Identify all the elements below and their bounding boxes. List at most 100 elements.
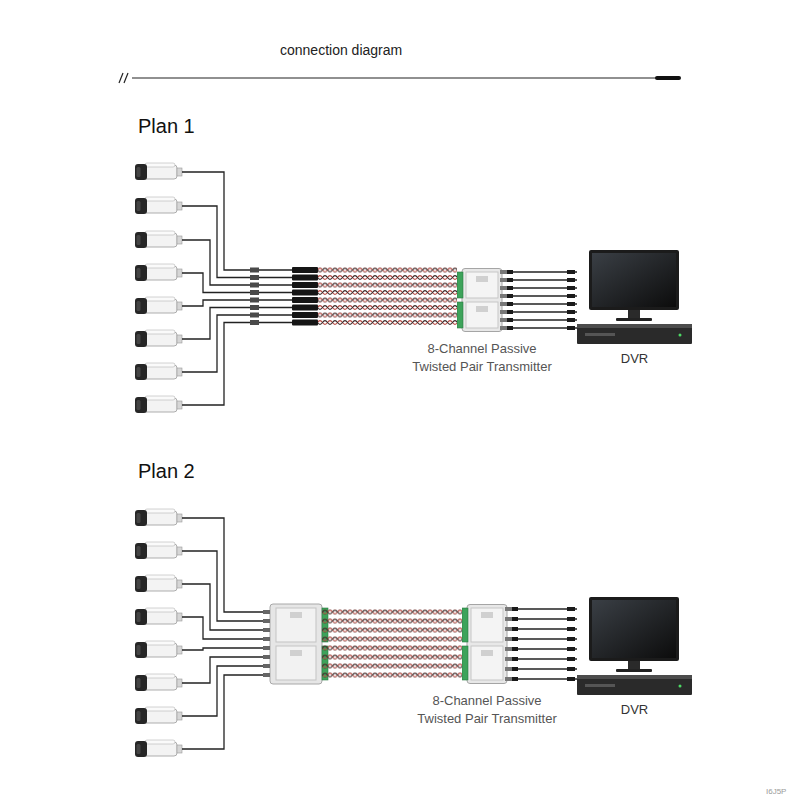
camera-cables-plan-1-part — [182, 273, 250, 293]
camera-side-transmitter-part — [263, 646, 270, 650]
bnc-port — [500, 318, 507, 322]
cameras-plan-2-part — [135, 575, 182, 592]
bnc-port — [500, 294, 507, 298]
twisted-pairs-plan-2-part — [322, 673, 462, 678]
camera-side-transmitter-part — [270, 604, 322, 684]
camera-side-transmitter-part — [263, 673, 270, 677]
balun-connectors-plan-1-part — [250, 298, 259, 303]
header-rule-part — [132, 77, 660, 78]
balun-connectors-plan-1-part — [250, 268, 259, 273]
camera-cables-plan-1-part — [182, 240, 250, 285]
bnc-port — [500, 326, 507, 330]
bnc-plug — [567, 302, 575, 306]
bnc-plug — [507, 302, 513, 306]
twisted-pairs-plan-1-part — [318, 268, 457, 273]
recorder-body — [577, 675, 692, 695]
dvr-node: DVR — [577, 250, 692, 346]
bnc-plug — [567, 677, 575, 681]
monitor-base — [616, 669, 652, 672]
balun-connectors-plan-1-part — [292, 290, 318, 296]
camera-cables-plan-1-part — [182, 172, 250, 270]
recorder-led — [679, 334, 682, 337]
balun-connectors-plan-1-part — [292, 312, 318, 318]
bnc-plug — [567, 667, 575, 671]
terminal-block — [457, 302, 463, 328]
bnc-plug — [507, 286, 513, 290]
camera-cables-plan-1-part — [182, 308, 250, 340]
balun-connectors-plan-1-part — [250, 283, 259, 288]
bnc-plug — [512, 647, 518, 651]
bnc-port — [505, 637, 512, 641]
balun-connectors-plan-1-part — [250, 290, 259, 295]
plan-heading: Plan 1 — [138, 114, 195, 138]
camera-cables-plan-2-part — [182, 675, 263, 749]
bnc-plug — [512, 607, 518, 611]
camera-side-transmitter-part — [290, 612, 302, 618]
bnc-cable-bundle — [507, 270, 577, 330]
camera-cables-plan-2-part — [182, 551, 263, 621]
transmitter-box — [457, 268, 507, 332]
camera-cables-plan-1-part — [182, 206, 250, 278]
bnc-plug — [567, 657, 575, 661]
cameras-plan-2-part — [135, 608, 182, 625]
recorder-body — [577, 324, 692, 344]
camera-side-transmitter-part — [276, 608, 316, 642]
monitor-base — [616, 318, 652, 321]
node-caption-holder: DVR — [595, 350, 675, 368]
twisted-pairs-plan-1-part — [318, 313, 457, 318]
transmitter-box — [462, 604, 512, 684]
bnc-plug — [512, 637, 518, 641]
balun-connectors-plan-1 — [250, 267, 318, 326]
cameras-plan-2-part — [135, 707, 182, 724]
bnc-plug — [567, 278, 575, 282]
bnc-port — [505, 677, 512, 681]
bnc-port — [500, 286, 507, 290]
cameras-plan-1-part — [135, 297, 182, 314]
camera-cables-plan-2 — [182, 518, 263, 749]
recorder-top — [577, 324, 692, 328]
camera-cables-plan-2-part — [182, 617, 263, 639]
bnc-port — [500, 310, 507, 314]
bnc-plug — [567, 318, 575, 322]
cameras-plan-1-part — [135, 197, 182, 214]
transmitter-module — [466, 272, 498, 298]
header-rule-part — [119, 73, 123, 83]
recorder-top — [577, 675, 692, 679]
bnc-port — [500, 270, 507, 274]
bnc-plug — [512, 667, 518, 671]
transmitter-module — [466, 302, 498, 328]
balun-connectors-plan-1-part — [250, 275, 259, 280]
cameras-plan-1 — [135, 163, 182, 413]
bnc-cable-bundle — [512, 607, 577, 681]
cameras-plan-2-part — [135, 542, 182, 559]
terminal-block — [462, 646, 468, 680]
transmitter-module — [471, 646, 503, 680]
twisted-pairs-plan-1-part — [318, 320, 457, 325]
bnc-plug — [507, 270, 513, 274]
twisted-pairs-plan-2-part — [322, 610, 462, 615]
bnc-plug — [567, 270, 575, 274]
recorder-led — [679, 685, 682, 688]
watermark-holder: I6J5P — [766, 786, 786, 798]
recorder-panel — [585, 333, 615, 336]
twisted-pairs-plan-2-part — [322, 664, 462, 669]
bnc-port — [505, 647, 512, 651]
camera-side-transmitter-part — [276, 646, 316, 680]
header-rule-part — [124, 73, 128, 83]
bnc-port — [505, 657, 512, 661]
plan-heading-holder: Plan 1 — [138, 114, 195, 138]
balun-connectors-plan-1-part — [292, 275, 318, 281]
twisted-pairs-plan-1 — [318, 268, 457, 326]
camera-side-transmitter-part — [263, 664, 270, 668]
twisted-pairs-plan-2-part — [322, 628, 462, 633]
camera-side-transmitter-part — [263, 637, 270, 641]
bnc-plug — [507, 326, 513, 330]
camera-cables-plan-2-part — [182, 666, 263, 716]
bnc-plug — [567, 326, 575, 330]
plan-heading: Plan 2 — [138, 459, 195, 483]
cameras-plan-1-part — [135, 363, 182, 380]
cameras-plan-2-part — [135, 674, 182, 691]
bnc-plug — [567, 617, 575, 621]
module-tag — [476, 306, 488, 312]
